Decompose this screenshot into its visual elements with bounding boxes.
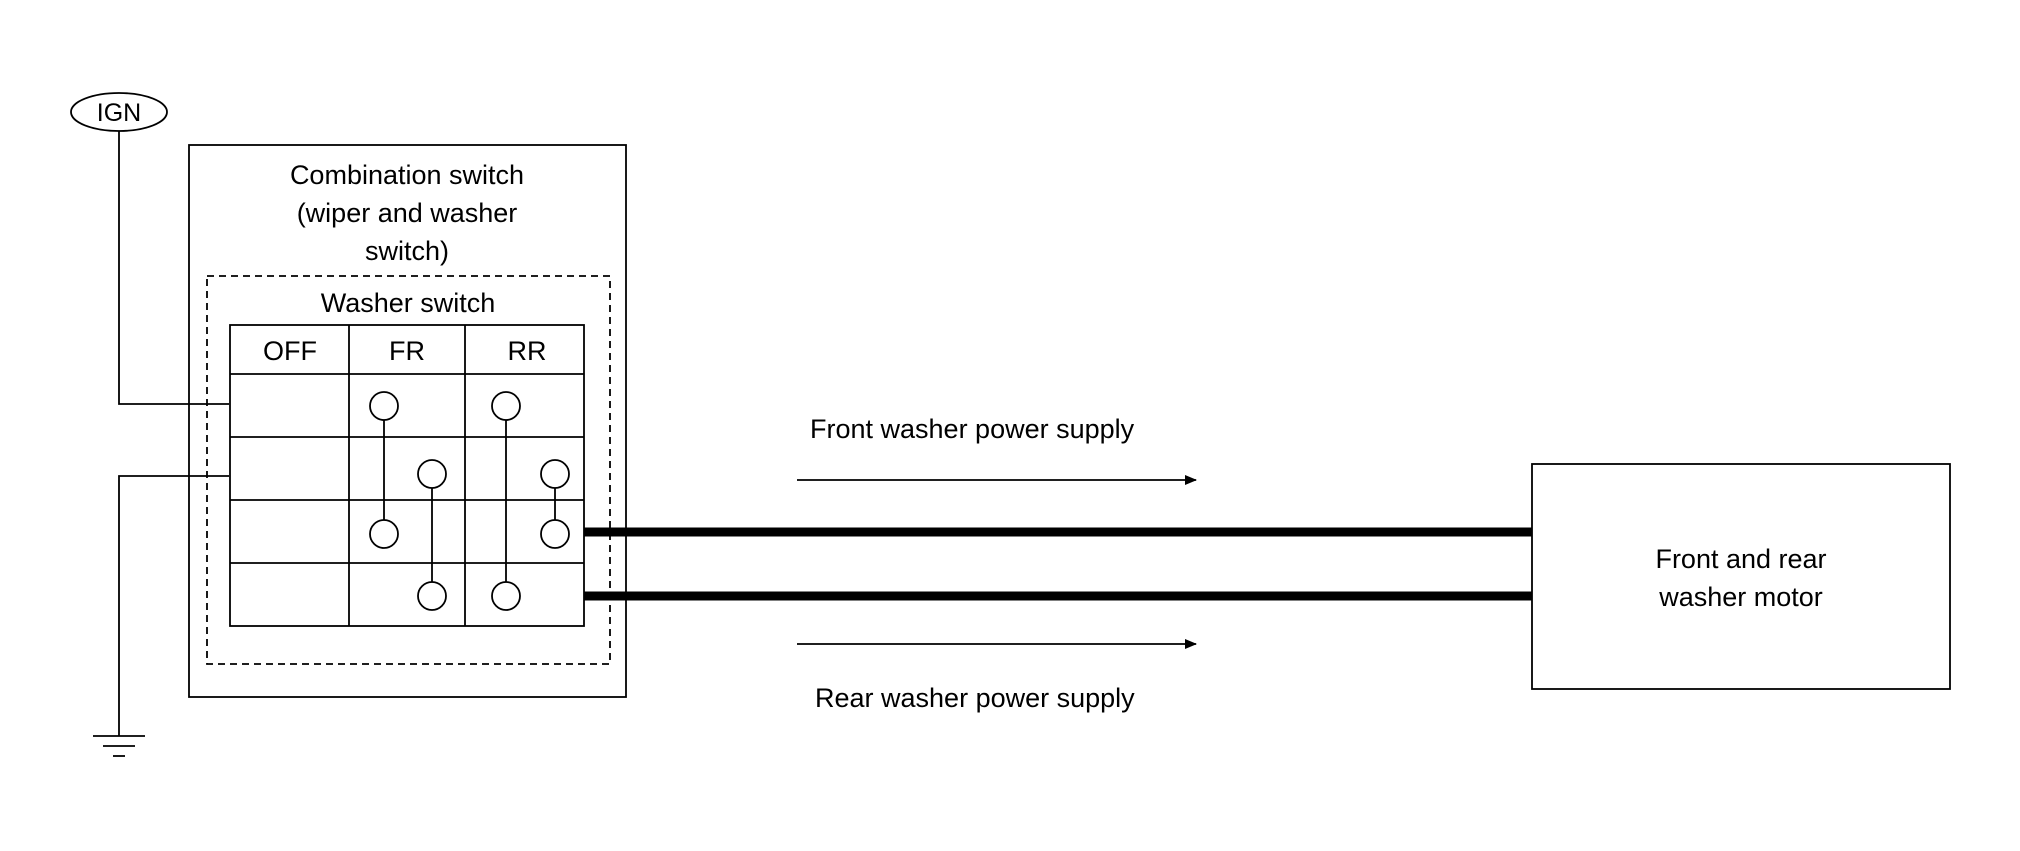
washer-motor-label-line-1: Front and rear bbox=[1655, 544, 1826, 574]
washer-switch: Washer switch OFF FR RR bbox=[206, 275, 611, 665]
combination-switch-title-line-3: switch) bbox=[365, 236, 449, 266]
front-washer-power-supply-label: Front washer power supply bbox=[810, 414, 1135, 444]
rr-contact-ground bbox=[540, 459, 570, 489]
ign-terminal: IGN bbox=[70, 92, 168, 132]
combination-switch-title-line-2: (wiper and washer bbox=[297, 198, 518, 228]
combination-switch-title-line-1: Combination switch bbox=[290, 160, 524, 190]
rr-contacts bbox=[491, 391, 570, 611]
ground-wire bbox=[118, 475, 229, 736]
fr-contact-front-out bbox=[369, 519, 399, 549]
fr-contact-ign bbox=[369, 391, 399, 421]
combination-switch: Combination switch (wiper and washer swi… bbox=[188, 144, 627, 698]
rr-contact-rear-out bbox=[491, 581, 521, 611]
washer-motor: Front and rear washer motor bbox=[1531, 463, 1951, 690]
column-header-rr: RR bbox=[508, 336, 547, 366]
washer-motor-label-line-2: washer motor bbox=[1658, 582, 1823, 612]
fr-contact-ground bbox=[417, 459, 447, 489]
fr-contacts bbox=[369, 391, 447, 611]
ign-label: IGN bbox=[97, 99, 141, 127]
ground-symbol-icon bbox=[93, 735, 145, 757]
rear-washer-power-supply-label: Rear washer power supply bbox=[815, 683, 1135, 713]
column-header-fr: FR bbox=[389, 336, 425, 366]
ign-wire bbox=[118, 131, 229, 405]
column-header-off: OFF bbox=[263, 336, 317, 366]
washer-switch-grid bbox=[229, 324, 585, 627]
washer-switch-title: Washer switch bbox=[321, 288, 496, 318]
fr-contact-rear-out bbox=[417, 581, 447, 611]
combination-switch-box bbox=[188, 144, 627, 698]
rr-contact-front-out bbox=[540, 519, 570, 549]
washer-motor-box bbox=[1531, 463, 1951, 690]
rr-contact-ign bbox=[491, 391, 521, 421]
